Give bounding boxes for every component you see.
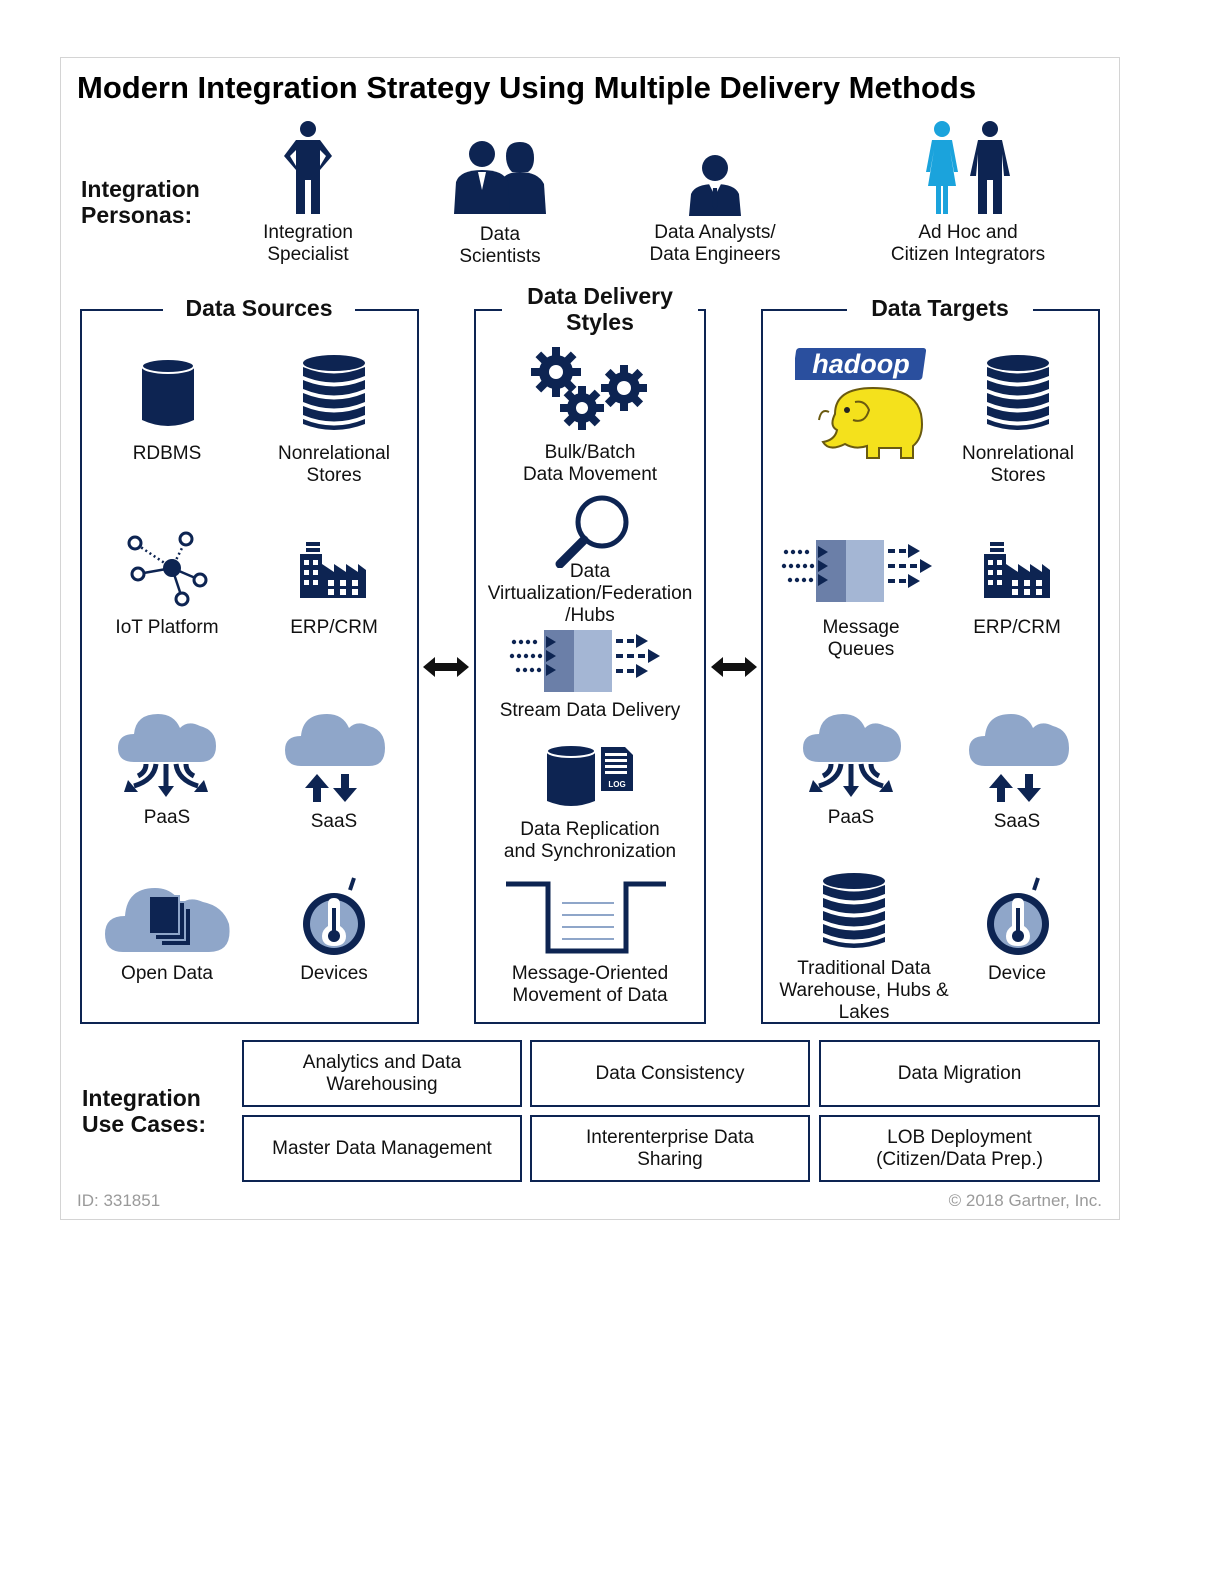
use-case-interenterprise: Interenterprise Data Sharing — [530, 1115, 810, 1182]
source-nonrelational: Nonrelational Stores — [278, 443, 390, 486]
magnifier-icon — [555, 495, 629, 568]
use-cases-label: Integration Use Cases: — [82, 1085, 207, 1137]
cloud-branch-icon — [116, 706, 220, 798]
target-nonrelational: Nonrelational Stores — [962, 443, 1074, 486]
use-case-data-migration: Data Migration — [819, 1040, 1100, 1107]
target-saas: SaaS — [993, 811, 1041, 832]
source-saas: SaaS — [310, 811, 358, 832]
log-badge: LOG — [608, 780, 625, 789]
stacked-database-icon — [302, 354, 366, 434]
double-arrow-icon — [711, 657, 757, 677]
hadoop-logo-text: hadoop — [812, 349, 909, 379]
use-case-lob-deployment: LOB Deployment (Citizen/Data Prep.) — [819, 1115, 1100, 1182]
source-erp-crm: ERP/CRM — [290, 617, 378, 638]
cloud-updown-icon — [967, 704, 1071, 804]
source-iot-platform: IoT Platform — [115, 617, 219, 638]
target-paas: PaaS — [827, 807, 875, 828]
stacked-database-icon — [986, 354, 1050, 434]
hadoop-elephant-icon: hadoop — [795, 348, 927, 459]
two-people-icon — [454, 141, 546, 214]
person-suit-icon — [689, 155, 741, 216]
delivery-styles-title: Data Delivery Styles — [502, 283, 698, 335]
persona-data-scientists: Data Scientists — [459, 224, 541, 267]
delivery-bulk-batch: Bulk/Batch Data Movement — [522, 442, 658, 485]
persona-integration-specialist: Integration Specialist — [263, 222, 353, 265]
stacked-database-icon — [822, 872, 886, 952]
stream-icon — [508, 628, 668, 694]
delivery-message-oriented: Message-Oriented Movement of Data — [511, 963, 669, 1006]
target-erp-crm: ERP/CRM — [973, 617, 1061, 638]
cloud-branch-icon — [801, 706, 905, 798]
persona-data-analysts: Data Analysts/ Data Engineers — [649, 222, 781, 265]
page-title: Modern Integration Strategy Using Multip… — [77, 70, 977, 105]
data-sources-title: Data Sources — [163, 295, 355, 321]
source-rdbms: RDBMS — [132, 443, 202, 464]
database-log-icon: LOG — [546, 744, 633, 806]
source-devices: Devices — [300, 963, 368, 984]
persona-citizen-integrators: Ad Hoc and Citizen Integrators — [890, 222, 1046, 265]
woman-and-man-icon — [926, 121, 1010, 214]
copyright: © 2018 Gartner, Inc. — [948, 1191, 1102, 1210]
use-case-master-data: Master Data Management — [242, 1115, 522, 1182]
gears-icon — [531, 347, 647, 430]
delivery-replication: Data Replication and Synchronization — [503, 819, 677, 862]
use-case-data-consistency: Data Consistency — [530, 1040, 810, 1107]
use-case-analytics: Analytics and Data Warehousing — [242, 1040, 522, 1107]
target-message-queues: Message Queues — [822, 617, 900, 660]
cloud-documents-icon — [105, 888, 230, 952]
source-paas: PaaS — [143, 807, 191, 828]
cloud-updown-icon — [283, 704, 387, 804]
queue-channel-icon — [506, 881, 666, 954]
personas-label: Integration Personas: — [81, 176, 200, 228]
delivery-stream: Stream Data Delivery — [499, 700, 681, 721]
target-data-warehouse: Traditional Data Warehouse, Hubs & Lakes — [779, 958, 949, 1023]
double-arrow-icon — [423, 657, 469, 677]
stream-icon — [780, 538, 940, 604]
document-id: ID: 331851 — [77, 1191, 161, 1210]
diagram-frame — [60, 57, 1120, 1220]
database-icon — [140, 356, 196, 430]
thermometer-device-icon — [300, 874, 370, 958]
factory-icon — [982, 540, 1052, 600]
source-open-data: Open Data — [121, 963, 213, 984]
target-device: Device — [987, 963, 1047, 984]
delivery-virtualization: Data Virtualization/Federation /Hubs — [487, 561, 693, 626]
person-hands-on-hips-icon — [284, 121, 332, 214]
thermometer-device-icon — [984, 874, 1054, 958]
factory-icon — [298, 540, 368, 600]
data-targets-title: Data Targets — [847, 295, 1033, 321]
network-nodes-icon — [127, 531, 208, 607]
